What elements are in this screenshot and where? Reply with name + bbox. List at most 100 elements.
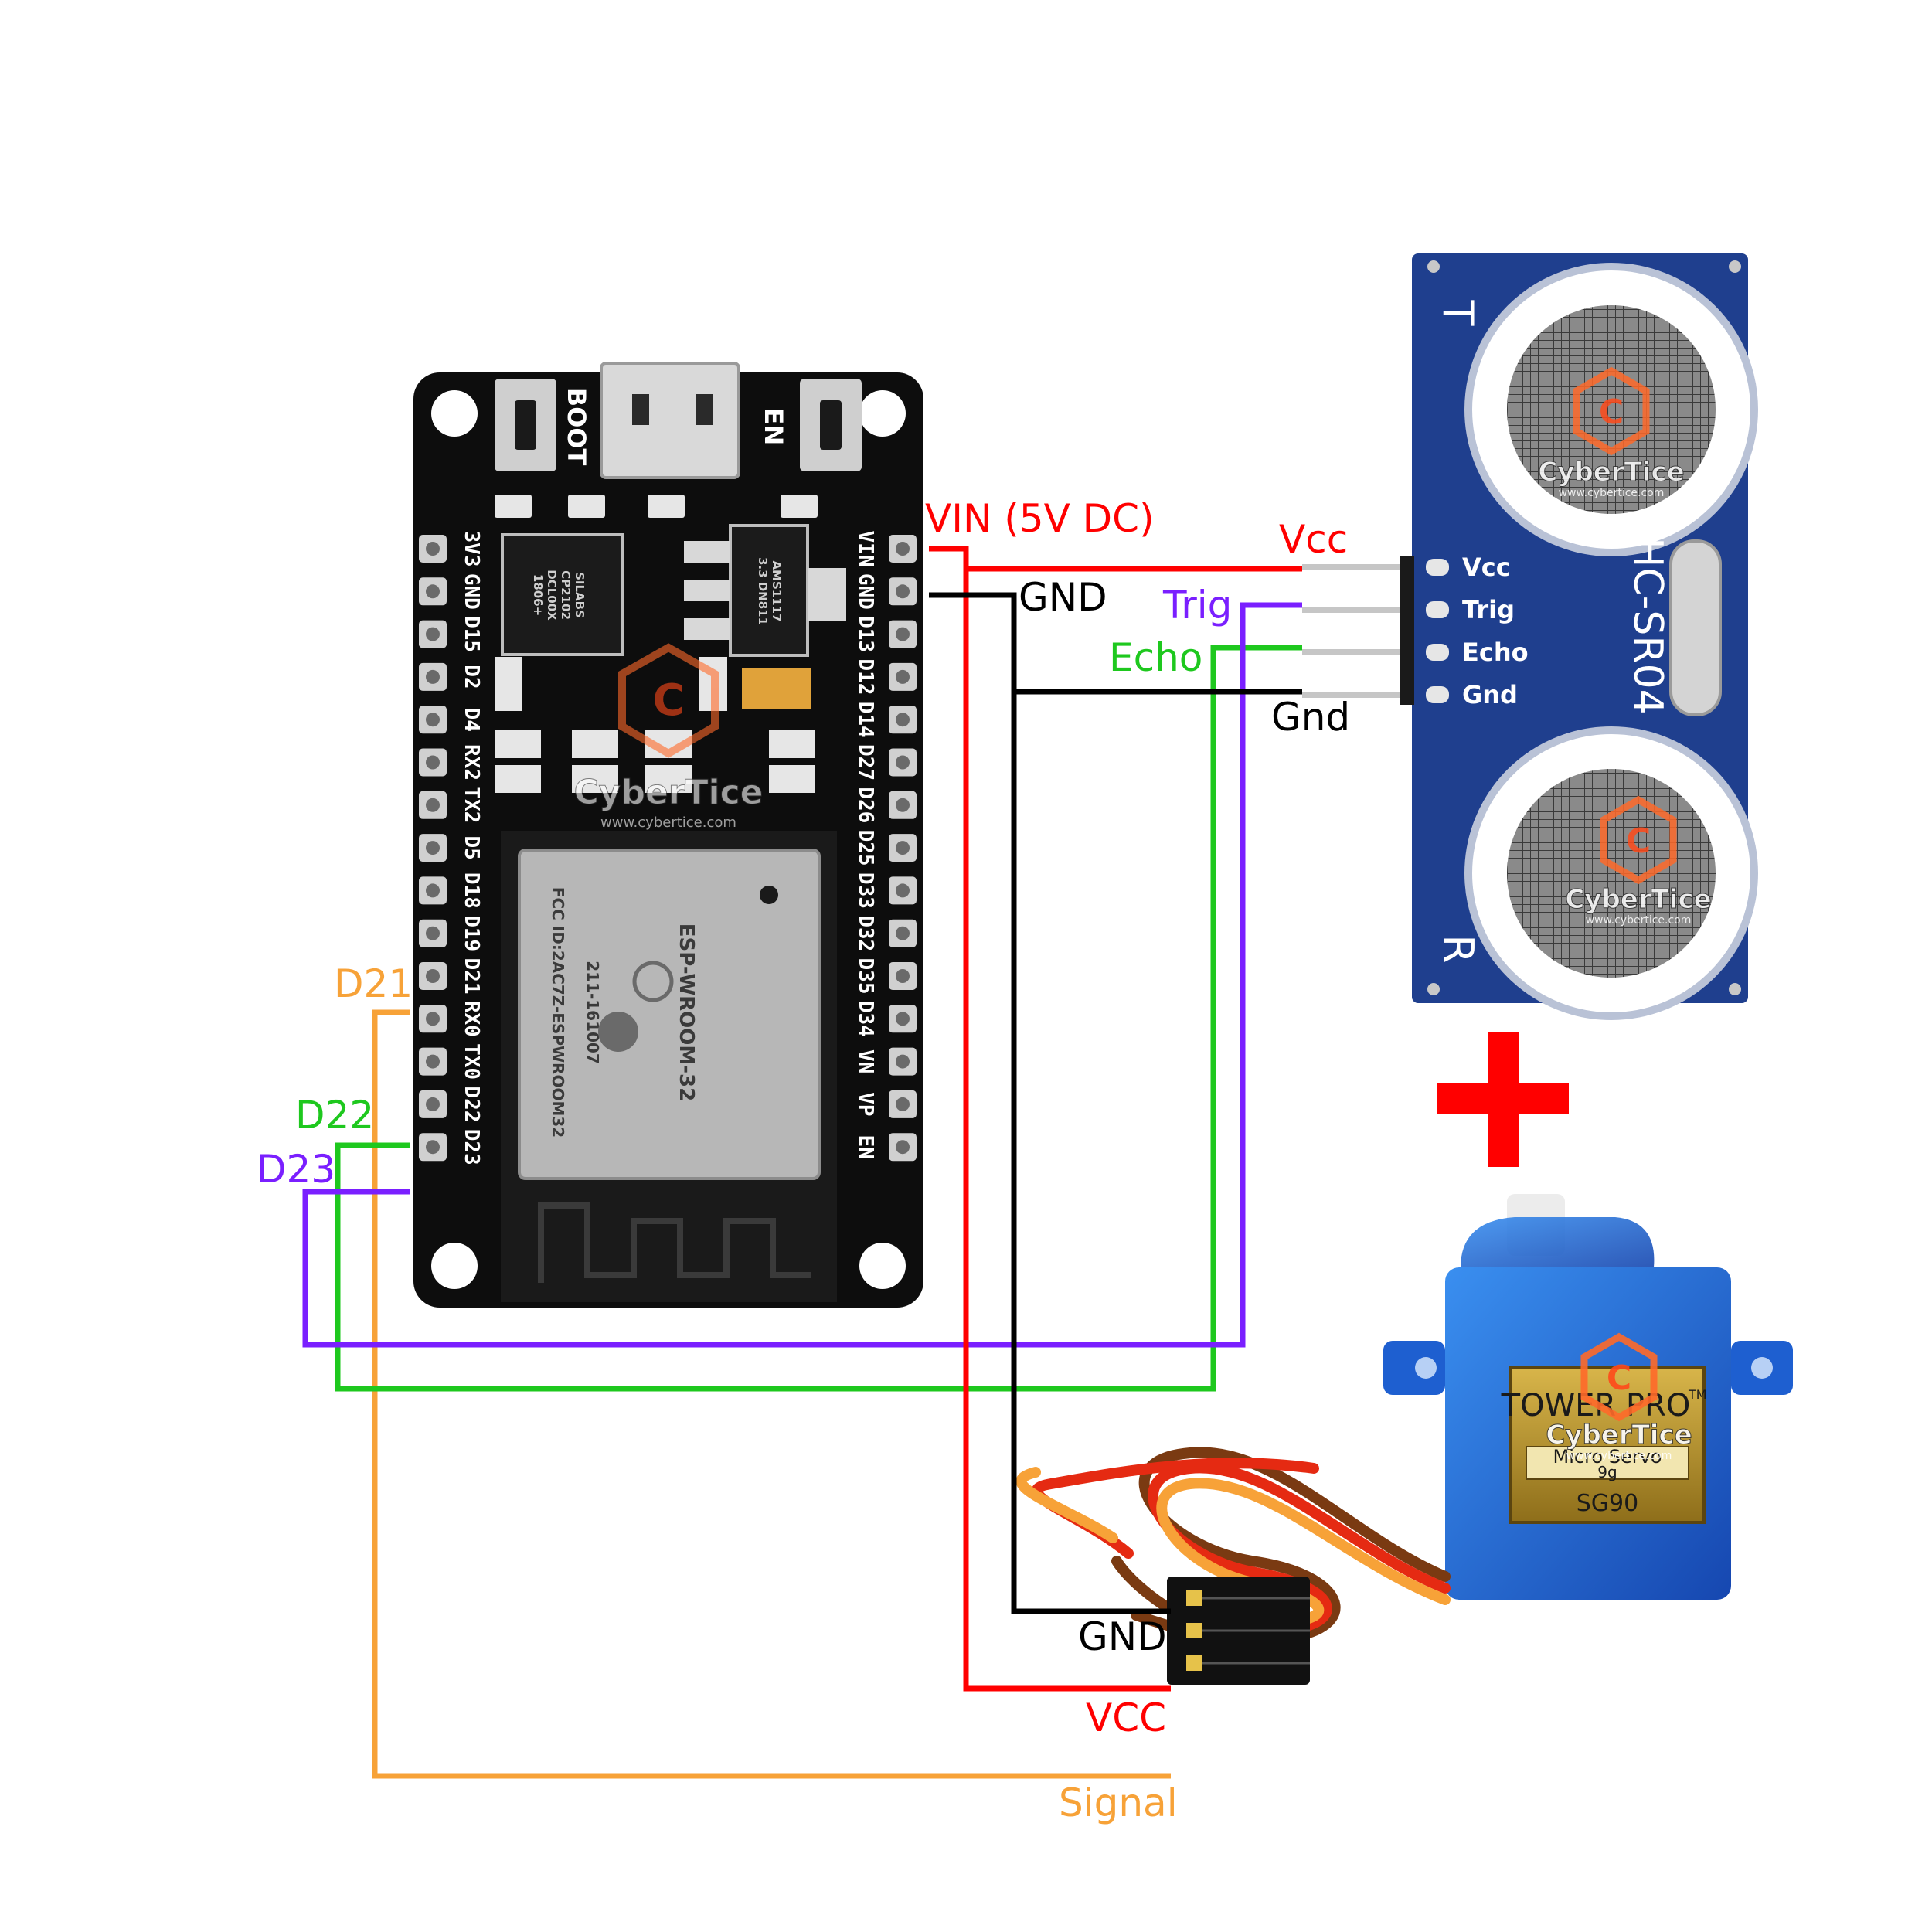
header-pin-hole-icon [426, 669, 440, 684]
servo-label [1509, 1366, 1706, 1524]
watermark-name: CyberTice [573, 773, 763, 812]
wire-labels: VIN (5V DC) GND D21 D22 D23 Vcc Trig Ech… [257, 496, 1350, 1825]
pin-label: D19 [460, 915, 483, 951]
pin-label: D27 [854, 744, 877, 781]
pin-label: 3V3 [460, 531, 483, 567]
header-pin-hole-icon [896, 1054, 910, 1069]
pin-label: D34 [854, 1001, 877, 1037]
pin-label: D32 [854, 915, 877, 951]
wire-ground-servo [929, 592, 1171, 1614]
module-cert: 211-161007 [583, 961, 602, 1064]
header-pin-hole-icon [426, 755, 440, 770]
connector-pin-icon [1186, 1590, 1202, 1606]
pin-label: D33 [854, 872, 877, 909]
regulator-line: 3.3 DN811 [756, 557, 770, 625]
servo-model: SG90 [1577, 1490, 1638, 1517]
pin-label: D26 [854, 787, 877, 823]
header-pin-hole-icon [896, 713, 910, 727]
mounting-hole-icon [859, 390, 906, 437]
pcb-antenna [538, 1202, 811, 1283]
pin-label: D12 [854, 658, 877, 695]
receiver-mesh [1507, 769, 1716, 978]
header-pin-hole-icon [896, 1097, 910, 1111]
sensor-pin-trig: Trig [1462, 595, 1515, 624]
boot-label: BOOT [562, 388, 591, 466]
header-pin-hole-icon [426, 1097, 440, 1111]
sensor-header-pins [1302, 564, 1412, 698]
pin-label: GND [460, 573, 483, 610]
pin-label: RX2 [460, 744, 483, 781]
cybertice-watermark: C CyberTice www.cybertice.com [1546, 1332, 1692, 1462]
chip-line: 1806+ [531, 574, 545, 616]
header-pin-hole-icon [896, 584, 910, 599]
svg-text:C: C [652, 675, 684, 726]
header-pin-hole-icon [896, 669, 910, 684]
regulator-line: AMS1117 [770, 560, 784, 621]
mounting-hole-icon [859, 1243, 906, 1289]
header-pin-hole-icon [896, 926, 910, 940]
pin-label: TX2 [460, 787, 483, 823]
pin-label: D4 [460, 708, 483, 732]
right-header-pins: VINGNDD13D12D14D27D26D25D33D32D35D34VNVP… [854, 531, 917, 1162]
pin-label: GND [854, 573, 877, 610]
espressif-logo-icon [598, 1012, 638, 1052]
sensor-pins [1426, 559, 1449, 703]
pin-label: D13 [854, 616, 877, 652]
header-pin-hole-icon [896, 841, 910, 855]
tantalum-capacitor [742, 668, 811, 709]
hc-sr04-sensor: T R HC-SR04 Vcc Trig Echo Gnd [1302, 253, 1758, 1020]
pin-label: D25 [854, 830, 877, 866]
module-shield [518, 849, 821, 1180]
label-us-echo: Echo [1109, 635, 1202, 680]
watermark-name: CyberTice [1538, 457, 1684, 488]
cybertice-logo-icon [1573, 366, 1650, 456]
header-pin-hole-icon [896, 1140, 910, 1155]
header-pin-hole-icon [426, 841, 440, 855]
header-pin-hole-icon [896, 969, 910, 983]
label-d21: D21 [334, 961, 413, 1006]
left-header-pins: 3V3GNDD15D2D4RX2TX2D5D18D19D21RX0TX0D22D… [419, 531, 483, 1165]
wires [302, 546, 1302, 1779]
watermark-name: CyberTice [1546, 1420, 1692, 1451]
label-us-vcc: Vcc [1279, 517, 1348, 562]
label-us-gnd: Gnd [1271, 695, 1350, 740]
watermark-url: www.cybertice.com [600, 815, 736, 831]
header-pin-hole-icon [896, 542, 910, 556]
watermark-url: www.cybertice.com [1586, 914, 1692, 927]
label-d23: D23 [257, 1147, 335, 1192]
pin-label: D21 [460, 958, 483, 995]
header-pin-hole-icon [426, 1140, 440, 1155]
sensor-model: HC-SR04 [1624, 537, 1671, 714]
svg-text:C: C [1599, 393, 1624, 432]
header-pin-hole-icon [426, 926, 440, 940]
pin-label: D2 [460, 665, 483, 689]
chip-line: SILABS [573, 572, 587, 618]
label-servo-signal: Signal [1059, 1781, 1178, 1825]
pin-label: RX0 [460, 1001, 483, 1037]
header-pin-hole-icon [426, 883, 440, 898]
sensor-pin-echo: Echo [1462, 638, 1529, 667]
watermark-url: www.cybertice.com [1566, 1450, 1672, 1462]
module-name: ESP-WROOM-32 [675, 923, 698, 1101]
header-pin-hole-icon [896, 883, 910, 898]
pin-label: D23 [460, 1129, 483, 1165]
servo-trademark: TM [1688, 1387, 1707, 1402]
sensor-pin-vcc: Vcc [1462, 553, 1511, 582]
label-servo-gnd: GND [1078, 1614, 1167, 1659]
sensor-t-label: T [1434, 300, 1482, 327]
module-fcc: FCC ID:2AC7Z-ESPWROOM32 [549, 887, 567, 1138]
watermark-name: CyberTice [1565, 884, 1711, 915]
pin-label: D15 [460, 616, 483, 652]
plus-sign-icon [1437, 1032, 1569, 1167]
header-pin-hole-icon [896, 755, 910, 770]
connector-pin-icon [1186, 1655, 1202, 1671]
svg-text:C: C [1626, 821, 1651, 861]
servo-mounting-tab [1383, 1341, 1445, 1395]
cybertice-logo-icon [1580, 1332, 1658, 1422]
cybertice-watermark: C CyberTice www.cybertice.com [1565, 795, 1712, 927]
ce-mark-icon [632, 961, 674, 1002]
pin-label: VP [854, 1092, 877, 1116]
cybertice-logo-icon [1600, 795, 1677, 885]
pin-label: VIN [854, 531, 877, 567]
